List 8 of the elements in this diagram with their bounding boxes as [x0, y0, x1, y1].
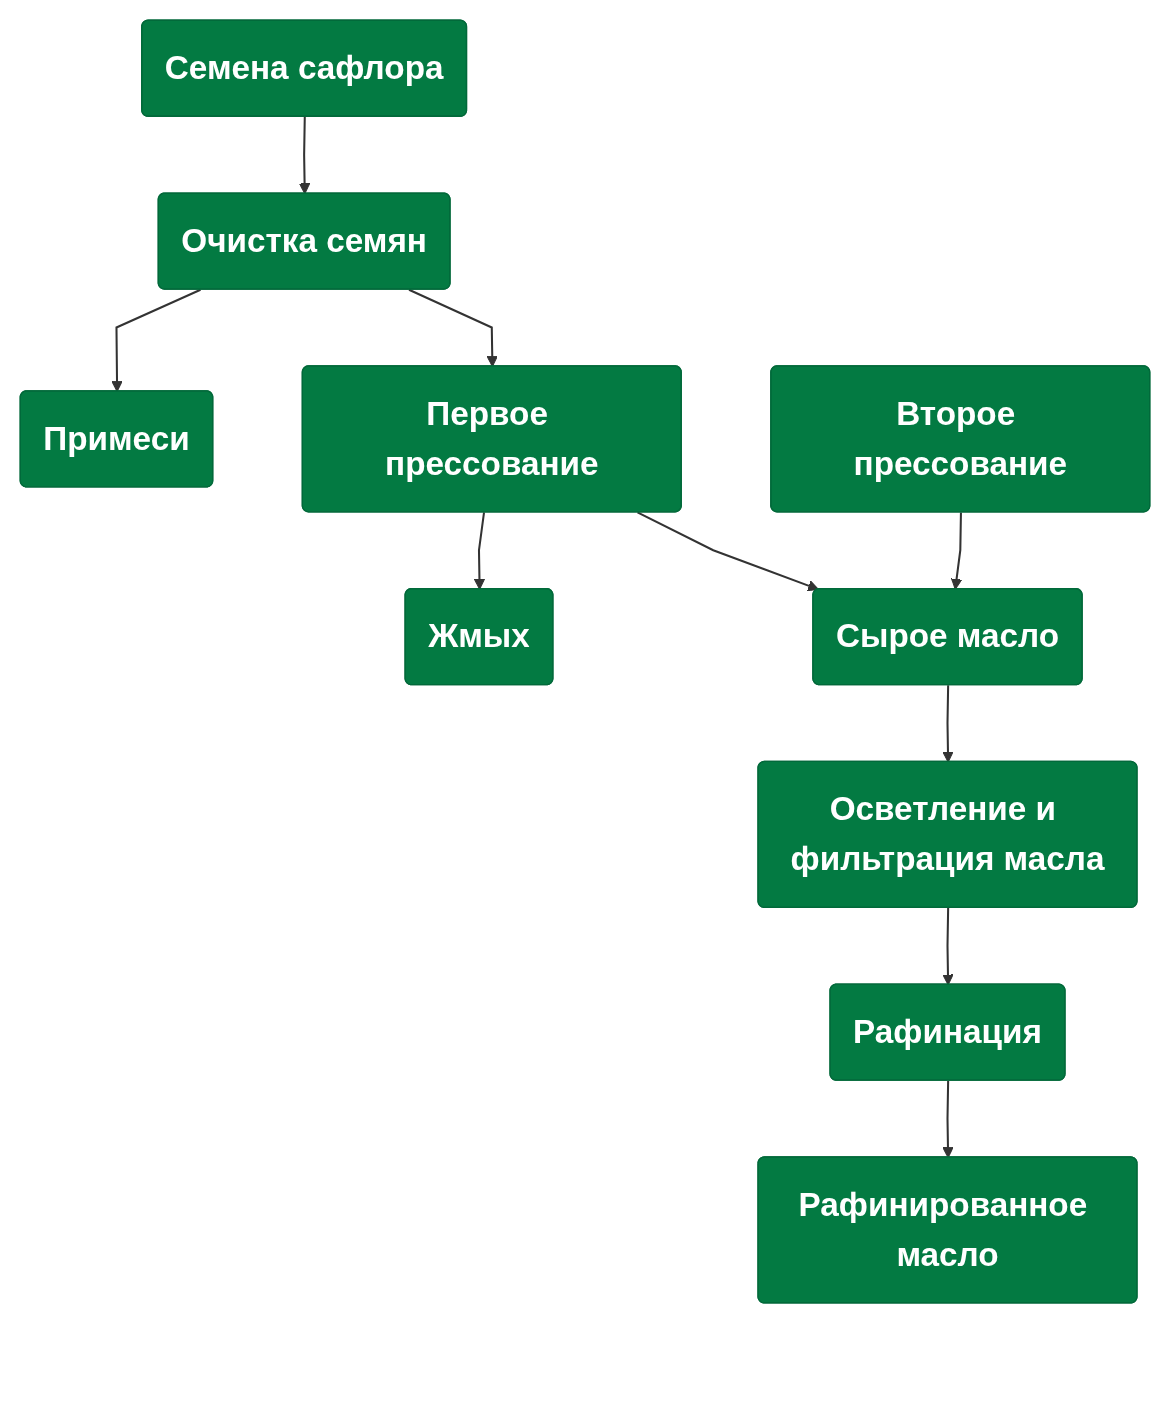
arrow [942, 685, 954, 763]
arrow [298, 116, 311, 195]
arrow [408, 288, 498, 367]
arrow [111, 288, 201, 392]
arrow [637, 511, 819, 592]
arrow [951, 512, 963, 590]
arrow [473, 512, 486, 590]
arrow [942, 908, 954, 986]
